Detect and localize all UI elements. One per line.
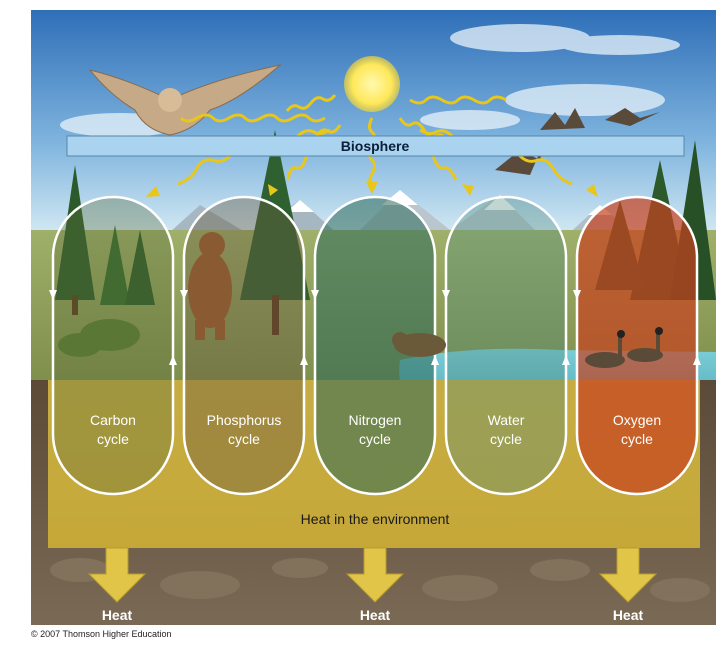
up-arrow-icon [431, 355, 439, 365]
heat-label-left: Heat [102, 607, 133, 623]
heat-label-center: Heat [360, 607, 391, 623]
biosphere-label: Biosphere [341, 138, 410, 154]
up-arrow-icon [169, 355, 177, 365]
up-arrow-icon [300, 355, 308, 365]
down-arrow-icon [49, 290, 57, 300]
geese-on-ground-icon [585, 327, 663, 368]
up-arrow-icon [562, 355, 570, 365]
environment-heat-label: Heat in the environment [301, 511, 450, 527]
arrowhead-icon [586, 184, 598, 197]
biosphere-bar [66, 135, 685, 157]
arrowhead-icon [462, 184, 474, 196]
down-arrow-icon [442, 290, 450, 300]
down-arrow-icon [311, 290, 319, 300]
phosphorus-cycle-label: Phosphorus [207, 412, 282, 428]
nitrogen-cycle-sublabel: cycle [359, 431, 391, 447]
carbon-cycle-loop [51, 195, 175, 496]
bushes [58, 319, 140, 357]
oxygen-cycle-label: Oxygen [613, 412, 661, 428]
heat-down-arrow-icon [345, 547, 405, 603]
carbon-cycle-sublabel: cycle [97, 431, 129, 447]
sunlight-arrowheads [146, 182, 598, 197]
heat-down-arrow-icon [598, 547, 658, 603]
oxygen-cycle-sublabel: cycle [621, 431, 653, 447]
arrowhead-icon [268, 184, 278, 196]
water-cycle-loop [444, 195, 568, 496]
soil-rocks [50, 558, 710, 602]
arrowhead-icon [146, 186, 160, 197]
carbon-cycle-label: Carbon [90, 412, 136, 428]
down-arrow-icon [573, 290, 581, 300]
down-arrow-icon [180, 290, 188, 300]
arrowhead-icon [366, 182, 378, 194]
owl-icon [88, 64, 282, 136]
cycle-labels: Carbon cycle Phosphorus cycle Nitrogen c… [90, 412, 661, 447]
nitrogen-cycle-label: Nitrogen [349, 412, 402, 428]
water-cycle-sublabel: cycle [490, 431, 522, 447]
heat-label-right: Heat [613, 607, 644, 623]
marmot-icon [392, 332, 446, 357]
oxygen-cycle-loop [575, 195, 699, 496]
phosphorus-cycle-sublabel: cycle [228, 431, 260, 447]
heat-arrows [87, 547, 658, 603]
copyright-notice: © 2007 Thomson Higher Education [31, 629, 172, 639]
cycle-arrows [49, 290, 701, 365]
bear-icon [188, 232, 232, 340]
heat-down-arrow-icon [87, 547, 147, 603]
clouds [60, 24, 680, 137]
cycle-capsules [51, 195, 699, 496]
up-arrow-icon [693, 355, 701, 365]
water-cycle-label: Water [488, 412, 525, 428]
sun-icon [344, 56, 400, 112]
